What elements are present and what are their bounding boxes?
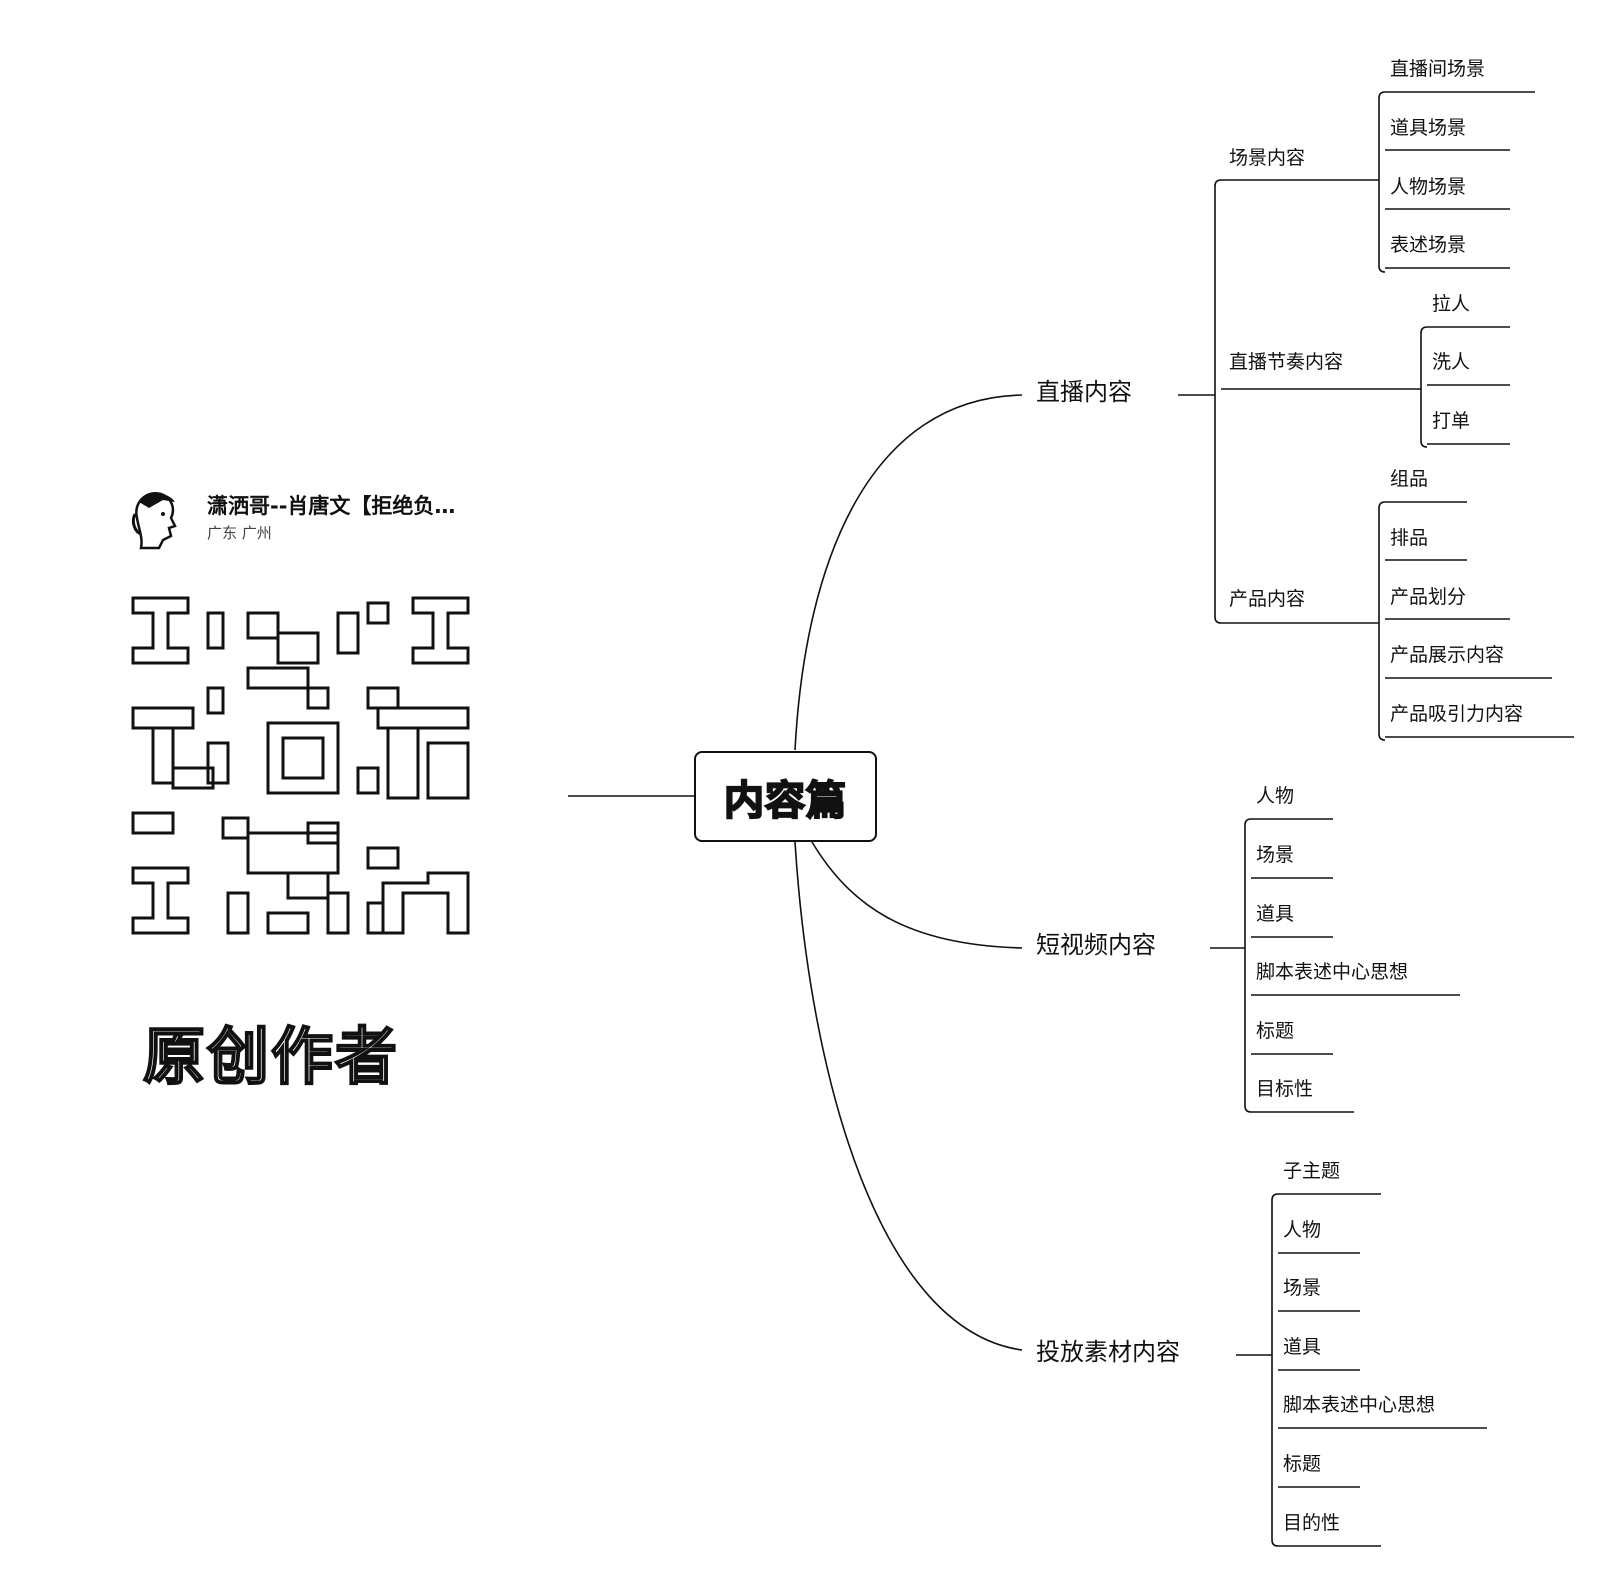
leaf-product-appeal[interactable]: 产品吸引力内容 [1390,703,1524,725]
rhythm-leaves-spine [1420,326,1428,448]
leaf-attract[interactable]: 拉人 [1432,293,1471,315]
author-name: 潇洒哥--肖唐文【拒绝负… [207,494,456,518]
ad-spine [1271,1193,1279,1547]
leaf-ad-purpose[interactable]: 目的性 [1283,1512,1341,1534]
leaf-sv-scene[interactable]: 场景 [1256,844,1295,866]
root-to-ad-curve [794,841,1023,1351]
leaf-product-display[interactable]: 产品展示内容 [1390,644,1505,666]
root-node[interactable]: 内容篇 [694,751,877,842]
leaf-sv-title[interactable]: 标题 [1256,1020,1295,1042]
leaf-ad-scene[interactable]: 场景 [1283,1277,1322,1299]
leaf-sv-prop[interactable]: 道具 [1256,903,1295,925]
qr-code-icon[interactable] [128,593,473,953]
subtopic-scene-content[interactable]: 场景内容 [1229,147,1306,169]
branch-ad-material-content[interactable]: 投放素材内容 [1036,1338,1180,1366]
leaf-ad-person[interactable]: 人物 [1283,1219,1322,1241]
branch-live-content[interactable]: 直播内容 [1036,378,1132,406]
root-to-short-video-curve [811,841,1023,949]
leaf-sv-goal[interactable]: 目标性 [1256,1078,1314,1100]
live-spine [1214,179,1222,624]
author-card: 潇洒哥--肖唐文【拒绝负… 广东 广州 [125,488,485,1094]
short-video-spine [1244,818,1252,1113]
leaf-ad-prop[interactable]: 道具 [1283,1336,1322,1358]
product-leaves-spine [1378,501,1386,741]
scene-leaves-spine [1378,91,1386,273]
leaf-ad-subtopic[interactable]: 子主题 [1283,1160,1341,1182]
subtopic-live-rhythm[interactable]: 直播节奏内容 [1229,351,1344,373]
original-author-badge: 原创作者 [142,1019,400,1094]
author-location: 广东 广州 [207,524,272,542]
leaf-sv-script[interactable]: 脚本表述中心思想 [1256,961,1409,983]
subtopic-product-content[interactable]: 产品内容 [1229,588,1306,610]
leaf-close-order[interactable]: 打单 [1432,410,1471,432]
leaf-ad-title[interactable]: 标题 [1283,1453,1322,1475]
root-to-live-curve [794,394,1023,751]
leaf-sv-person[interactable]: 人物 [1256,785,1295,807]
leaf-person-scene[interactable]: 人物场景 [1390,176,1467,198]
branch-short-video-content[interactable]: 短视频内容 [1036,931,1156,959]
leaf-product-ordering[interactable]: 排品 [1390,527,1429,549]
leaf-product-division[interactable]: 产品划分 [1390,586,1467,608]
root-label: 内容篇 [723,777,847,825]
leaf-prop-scene[interactable]: 道具场景 [1390,117,1467,139]
leaf-product-bundle[interactable]: 组品 [1390,468,1429,490]
leaf-narration-scene[interactable]: 表述场景 [1390,234,1467,256]
leaf-live-room-scene[interactable]: 直播间场景 [1390,58,1486,80]
leaf-filter[interactable]: 洗人 [1432,351,1471,373]
avatar-icon [131,491,177,550]
leaf-ad-script[interactable]: 脚本表述中心思想 [1283,1394,1436,1416]
